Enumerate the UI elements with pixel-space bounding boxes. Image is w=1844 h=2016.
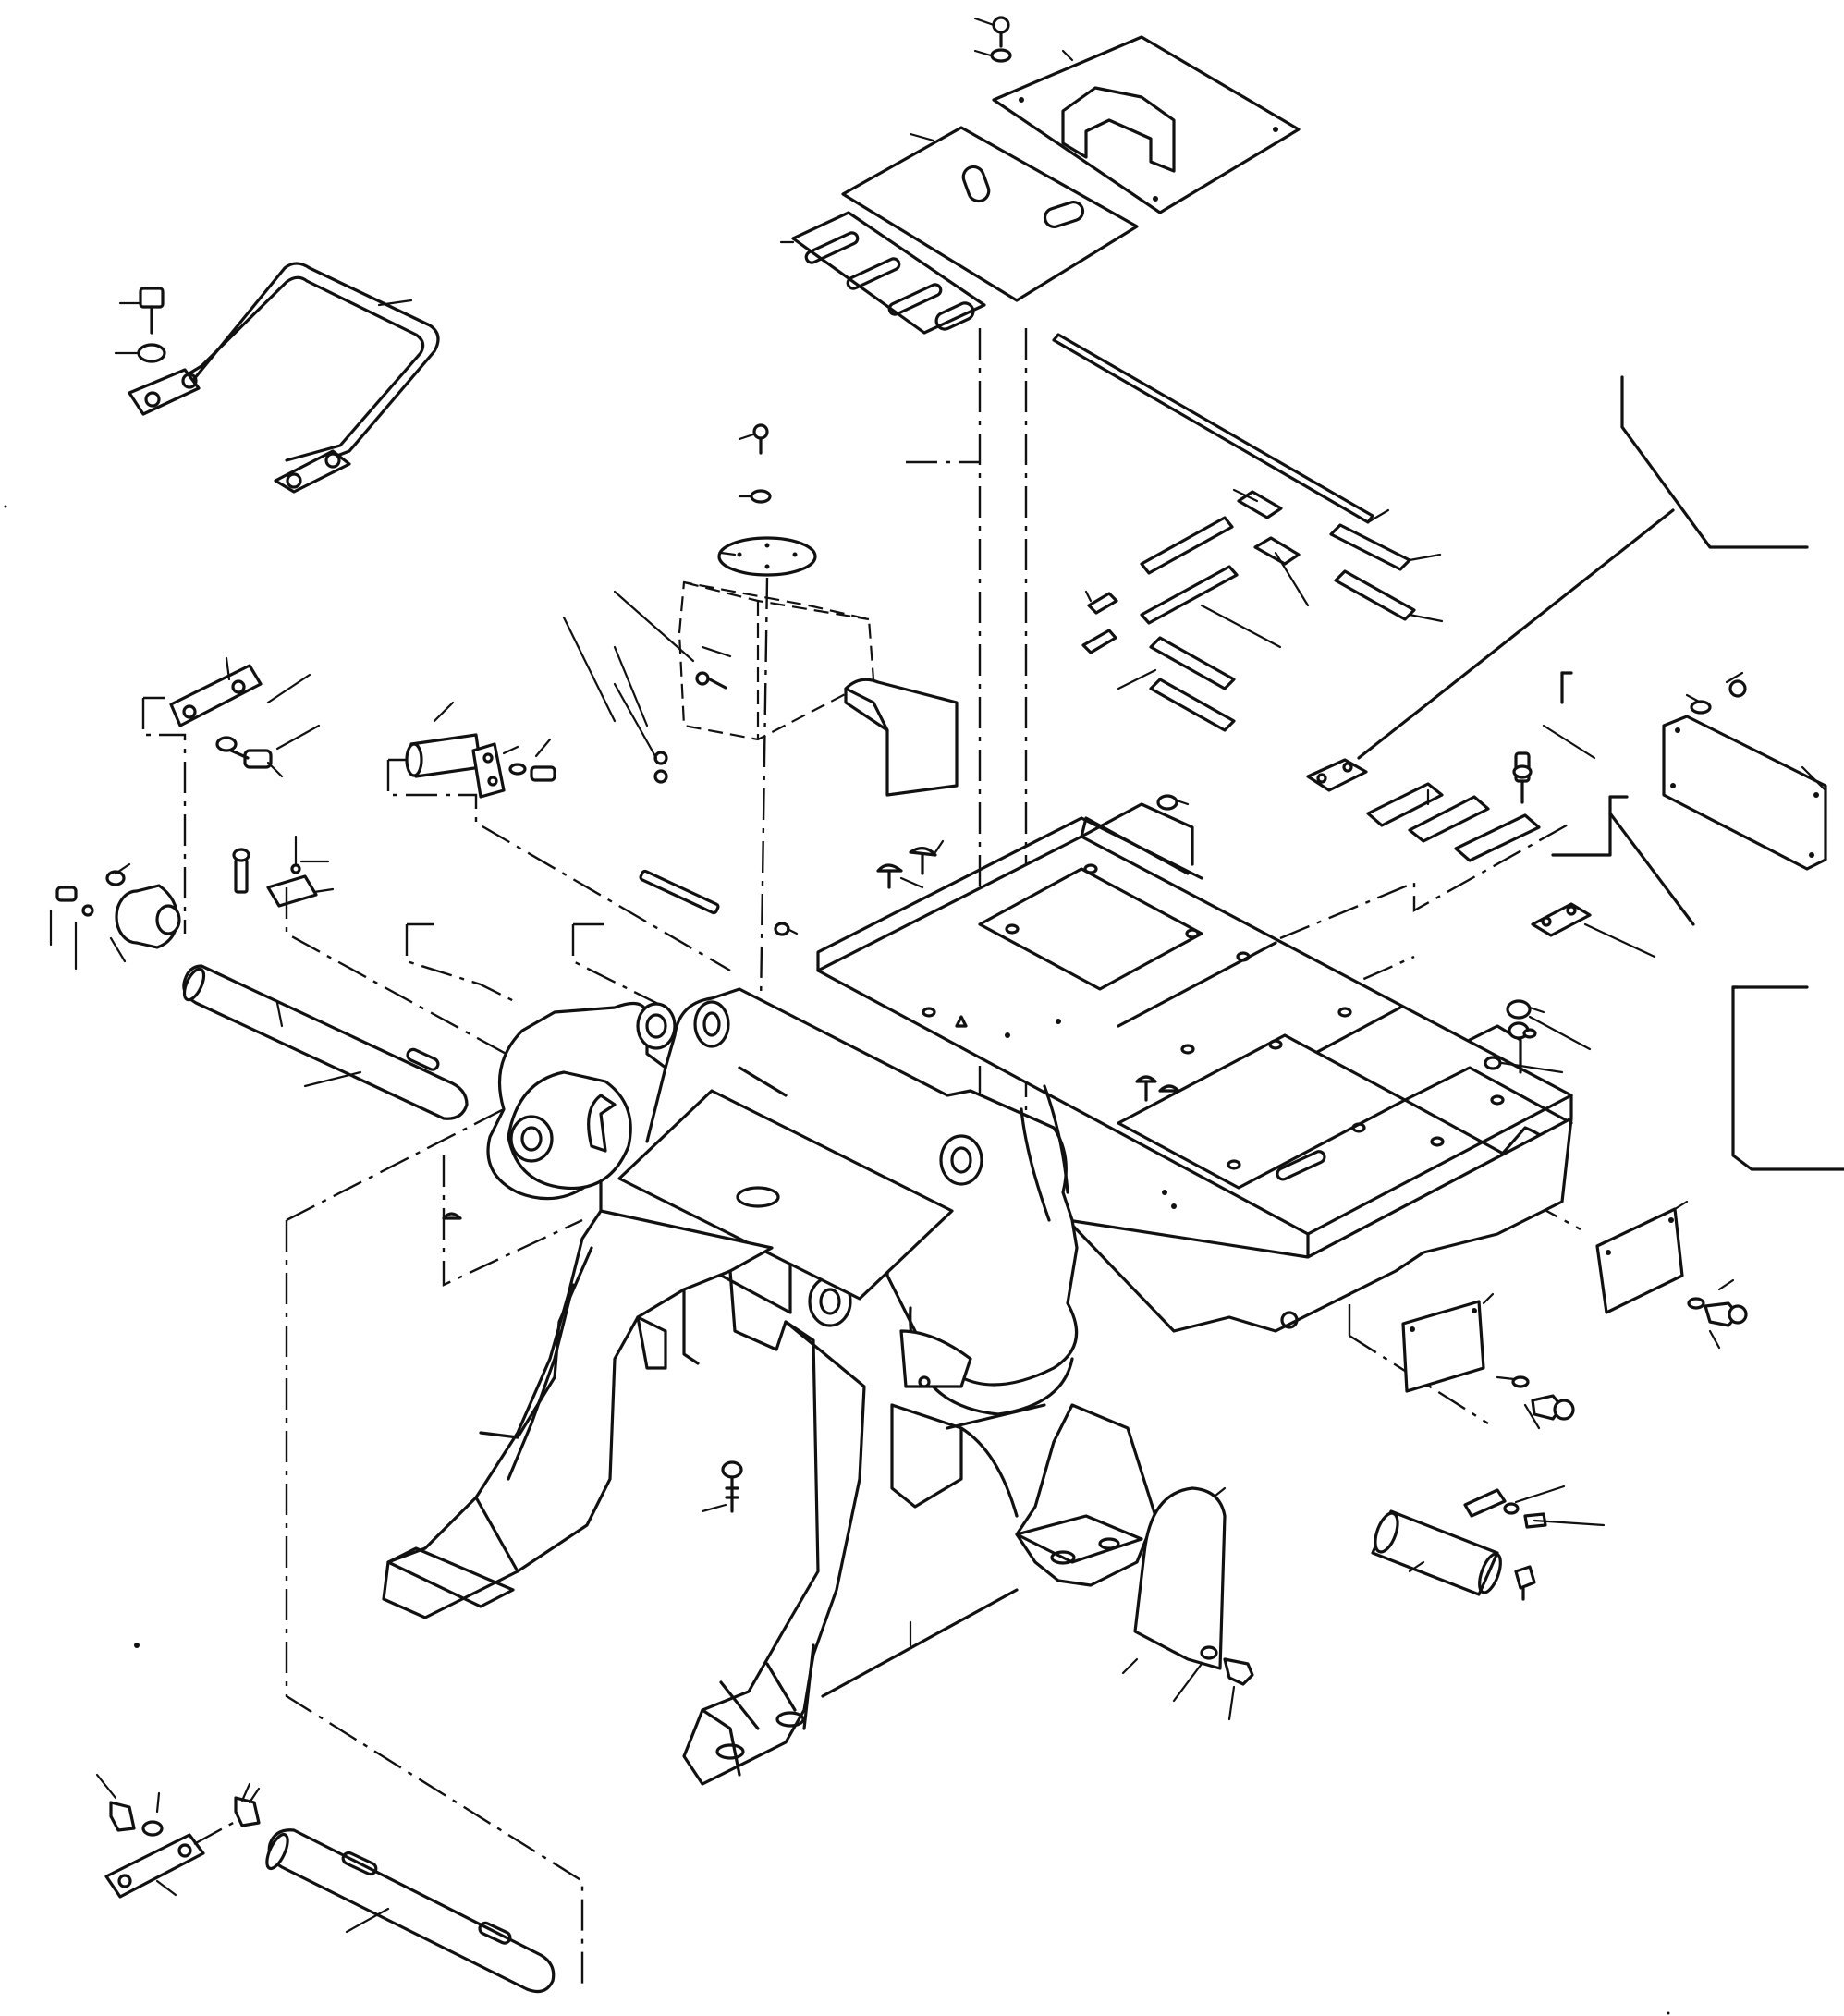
lower-center-cover	[1121, 1486, 1254, 1721]
handrail-bolt	[114, 287, 166, 363]
left-bracket-bolts	[215, 673, 321, 778]
pin-head-cap	[49, 862, 181, 971]
round-cover-plate	[717, 423, 817, 577]
box-bolts	[562, 590, 727, 784]
pin-cylinder-left	[386, 701, 731, 972]
right-plates-group	[1306, 724, 1844, 1171]
seal-strips-group	[1081, 488, 1444, 732]
cover-bolt-top	[973, 16, 1012, 63]
right-pin-cylinder	[1371, 1485, 1606, 1601]
right-lower-covers	[1401, 1200, 1748, 1430]
frame-mount-bolts	[442, 794, 1592, 1220]
small-pin-bracket	[232, 835, 335, 908]
callout-bracket-right-upper	[1357, 375, 1809, 760]
bottom-bracket-plate	[95, 1773, 246, 1899]
middle-cover-plate	[841, 126, 1139, 302]
right-access-cover	[1512, 671, 1827, 871]
slotted-cover-plate	[779, 211, 986, 335]
long-seal-strip	[1052, 333, 1390, 524]
center-bolt-lower	[701, 1460, 743, 1513]
box-cover-dashed	[678, 580, 959, 797]
left-bracket-plate	[141, 656, 263, 934]
main-pin-shaft-upper	[182, 964, 469, 1120]
bottom-pin-shaft	[234, 1782, 556, 1994]
main-frame	[382, 802, 1573, 1786]
handrail	[128, 262, 440, 494]
top-cover-plate-with-hood	[992, 35, 1301, 214]
